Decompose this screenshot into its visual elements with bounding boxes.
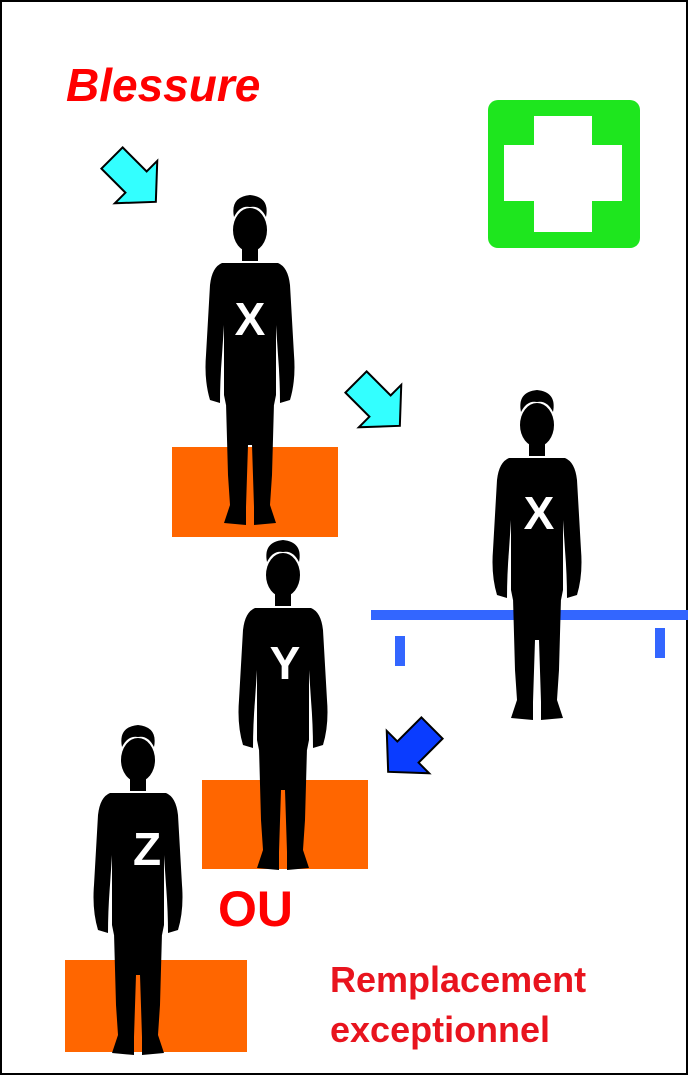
platform-y bbox=[202, 780, 368, 869]
caption-line-1: Remplacement bbox=[330, 955, 586, 1005]
player-label-x2: X bbox=[509, 486, 569, 540]
arrow-icon-middle bbox=[335, 361, 421, 447]
title: Blessure bbox=[66, 58, 260, 112]
arrow-icon-bottom bbox=[367, 707, 453, 793]
arrow-icon-top bbox=[91, 137, 177, 223]
caption: Remplacement exceptionnel bbox=[330, 955, 586, 1055]
player-label-x1: X bbox=[220, 292, 280, 346]
person-silhouette-x2 bbox=[493, 390, 582, 720]
caption-line-2: exceptionnel bbox=[330, 1005, 586, 1055]
first-aid-icon bbox=[488, 100, 640, 248]
or-label: OU bbox=[218, 880, 293, 938]
player-label-y: Y bbox=[255, 636, 315, 690]
player-label-z: Z bbox=[117, 822, 177, 876]
